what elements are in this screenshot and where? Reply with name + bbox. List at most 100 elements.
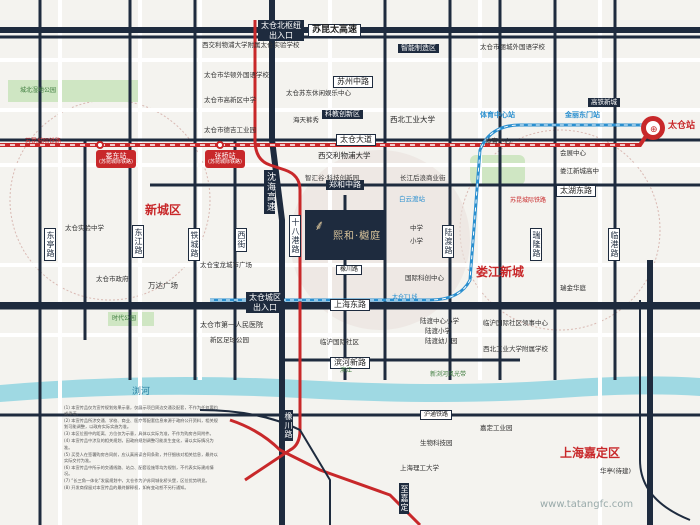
project-logo-glyph: ⸙ <box>314 218 325 234</box>
project-box <box>305 210 385 260</box>
note-1: (1) 本宣传品仅为宣传规划效果示意，仅展示项目周边交通及配套，不作为任何要约或… <box>64 405 218 417</box>
road-taihu: 太湖东路 <box>556 185 596 197</box>
poi-huizhan: 会展中心 <box>560 149 586 157</box>
road-bridge: 瑞隆路 <box>530 228 542 261</box>
poi-guoji-she: 临沪国际社区 <box>320 338 359 346</box>
watermark: www.tatangfc.com <box>540 499 634 510</box>
poi-ludu-you: 陆渡幼儿园 <box>425 337 458 345</box>
zone-zhizao: 智能制造区 <box>398 44 439 53</box>
district-xincheng: 新城区 <box>145 203 182 217</box>
park-tiyu <box>470 155 525 185</box>
station-jinli[interactable]: 金丽东门站 <box>565 111 600 119</box>
exit-chengqu-label: 太仓城区出入口 <box>246 292 284 314</box>
rail-jiading: 至嘉定 <box>399 483 409 514</box>
rail-east <box>639 300 691 521</box>
poi-haitian: 海天裤秀 <box>293 116 319 124</box>
river-liuhe: 浏河 <box>132 387 151 397</box>
poi-guoji-she-sub: 临沪国际社区领事中心 <box>483 319 548 327</box>
poi-zuqiu: 新区足球公园 <box>210 336 249 344</box>
line-sukun-east: 苏昆城际铁路 <box>510 197 547 204</box>
poi-huashi: 太仓市华顿外国语学校 <box>204 71 269 79</box>
poi-taibao: 太仓宝龙城市广场 <box>200 261 252 269</box>
poi-tiyuzhongxin: 体育中心 <box>485 137 511 145</box>
road-toll: 橡川路 <box>283 410 293 441</box>
poi-xibei-uni: 西北工业大学 <box>390 115 435 124</box>
metro-red-south <box>229 418 422 525</box>
rail-south <box>199 409 331 525</box>
poi-xijiao-school: 西交利物浦大学附属太仓实验学校 <box>202 41 300 49</box>
station-taicang[interactable]: 太仓站 <box>668 121 696 131</box>
metro-red-west <box>244 20 302 482</box>
poi-zhihui: 智汇谷·科技创新园 <box>305 174 360 182</box>
poi-ruijin: 瑞金华庭 <box>560 284 586 292</box>
poi-changjiang: 长江后浪商业街 <box>400 174 446 182</box>
disclaimer-notes: (1) 本宣传品仅为宣传规划效果示意，仅展示项目周边交通及配套，不作为任何要约或… <box>64 405 219 492</box>
road-qingdao: 沪通铁路 <box>420 410 453 420</box>
road-binhe: 滨河新路 <box>330 357 370 369</box>
poi-sujiao: 太仓苏东休闲娱乐中心 <box>286 89 351 97</box>
poi-shijia: 时代公园 <box>112 315 137 322</box>
poi-xinzhong: 太仓实验中学 <box>65 224 104 232</box>
road-dongting: 东亭路 <box>44 228 56 261</box>
poi-park-north: 城北湿地公园 <box>20 87 57 94</box>
note-8: (8) 开发商保留对本宣传品的最终解释权，如有变动恕不另行通知。 <box>64 485 189 491</box>
note-6: (6) 本宣传品中所示的交通线路、站点、配套设施等均为规划，不代表实际建成情况。 <box>64 464 214 476</box>
zone-gaotie: 高铁新城 <box>588 98 620 107</box>
poi-yiyuan: 太仓市第一人民医院 <box>200 321 263 329</box>
poi-bokewan: 华亭(待建) <box>600 467 632 475</box>
poi-shenjie: 新浏河风光带 <box>430 371 467 378</box>
road-shiba: 十八港路 <box>289 215 301 257</box>
road-tiecheng: 铁城路 <box>188 228 200 261</box>
poi-zhongxue: 中学 <box>410 224 423 232</box>
poi-wanda: 万达广场 <box>148 281 178 290</box>
poi-ludu-xiao: 陆渡小学 <box>425 327 451 335</box>
poi-shengshi: 生物科技园 <box>420 439 453 447</box>
poi-xiaoxue: 小学 <box>410 237 423 245</box>
poi-guoji: 国际科创中心 <box>405 274 444 282</box>
note-2: (2) 本宣传品所涉交通、学校、商业、医疗等配套信息来源于政府公开资料，相关规划… <box>64 418 218 430</box>
station-zhangqiao[interactable]: 张桥站(苏昆城际铁路) <box>205 150 245 168</box>
district-loujiang: 娄江新城 <box>476 265 525 279</box>
station-tiyu[interactable]: 体育中心站 <box>480 111 515 119</box>
road-xijie: 西街 <box>235 228 247 252</box>
road-shanghai-east: 上海东路 <box>330 299 370 311</box>
road-lingang: 临港路 <box>608 228 620 261</box>
district-jiading: 上海嘉定区 <box>560 446 621 460</box>
poi-binjiang: 滨江 <box>340 367 353 374</box>
poi-gongda-fu: 西北工业大学附属学校 <box>483 345 548 353</box>
liuhe-river <box>0 376 700 402</box>
poi-xijiao-uni: 西交利物浦大学 <box>318 151 371 160</box>
highway-north-label: 苏昆太高速 <box>308 24 362 37</box>
poi-jdp: 嘉定工业园 <box>480 424 513 432</box>
highway-shenhai-label: 沈海高速 <box>264 170 275 214</box>
note-3: (3) 本区位图中的距离、方位仅为示意，具体以实际为准，不作为购房合同附件。 <box>64 431 214 437</box>
line-t1: 太仓T1线 <box>392 294 418 301</box>
poi-gaotie-school: 太仓市丽城外国语学校 <box>480 43 545 51</box>
poi-gaoxin-zhong: 太仓市高新区中学 <box>204 96 256 104</box>
poi-zhengfu: 太仓市政府 <box>96 275 129 283</box>
poi-luohe: 娄江新城高中 <box>560 167 599 175</box>
station-baiyun[interactable]: 白云渡站 <box>399 195 425 203</box>
project-name[interactable]: 熙和·樾庭 <box>333 231 382 242</box>
svg-text:⊕: ⊕ <box>650 125 658 135</box>
poi-ludu-zhong: 陆渡中心小学 <box>420 317 459 325</box>
note-7: (7) “长三角一体化”发展规划中，太仓作为沪苏同城化桥头堡，区位优势明显。 <box>64 478 210 484</box>
xincheng-ring <box>9 99 211 301</box>
road-zhenghe: 郑和中路 <box>326 180 364 190</box>
road-lujiang: 陆渡路 <box>442 225 454 258</box>
note-4: (4) 本宣传品中涉及的相关规划，因政府规划调整可能发生变化，请以实际情况为准。 <box>64 438 214 450</box>
exit-north-label: 太仓北枢纽出入口 <box>258 20 304 42</box>
road-taicang-da: 太仓大道 <box>336 134 376 146</box>
poi-sheng: 上海理工大学 <box>400 464 439 472</box>
road-suzhou-zhong: 苏州中路 <box>333 76 373 88</box>
metro-blue-t1-dash <box>210 124 650 301</box>
poi-gongye: 太仓市德吉工业园 <box>204 126 256 134</box>
road-yueting: 橡川路 <box>336 265 363 275</box>
station-loudong[interactable]: 娄东站(苏昆城际铁路) <box>96 150 136 168</box>
line-sukun-west: 苏昆城际铁路 <box>25 138 62 145</box>
road-dongjiang: 东江路 <box>132 225 144 258</box>
zone-keji: 科教创新区 <box>322 110 363 119</box>
note-5: (5) 买受人在签署购房合同前，应认真阅读合同条款，并仔细核对相关信息，最终以实… <box>64 451 218 463</box>
